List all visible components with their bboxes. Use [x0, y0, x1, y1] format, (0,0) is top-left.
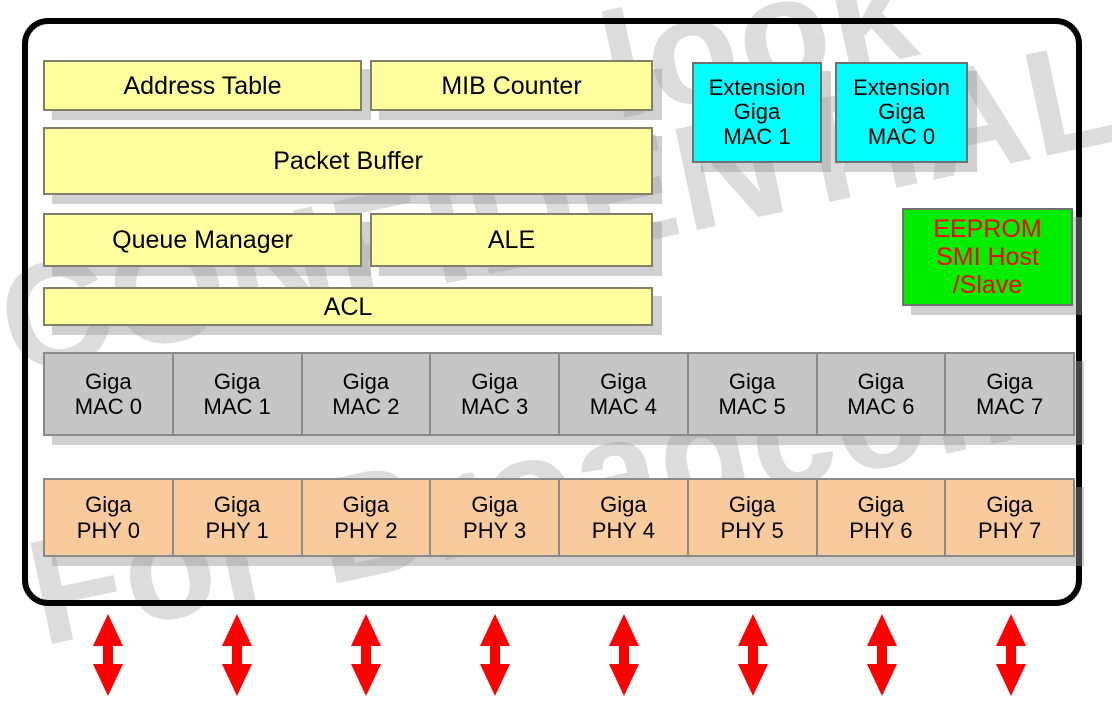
- cell-line1: Giga: [857, 368, 905, 394]
- block-label-line1: Extension: [708, 74, 806, 100]
- cell-line1: Giga: [986, 492, 1033, 518]
- giga-mac-cell[interactable]: Giga MAC 7: [946, 354, 1073, 434]
- port-arrow: [988, 612, 1034, 697]
- block-ale[interactable]: ALE: [370, 213, 653, 267]
- cell-line1: Giga: [600, 492, 647, 518]
- giga-phy-row: Giga PHY 0 Giga PHY 1 Giga PHY 2 Giga PH…: [43, 478, 1075, 557]
- cell-line2: PHY 5: [720, 517, 784, 543]
- block-label-line3: MAC 0: [867, 123, 936, 149]
- cell-line2: PHY 4: [591, 517, 655, 543]
- cell-line2: MAC 2: [332, 394, 400, 419]
- giga-mac-row: Giga MAC 0 Giga MAC 1 Giga MAC 2 Giga MA…: [43, 352, 1075, 436]
- port-arrow: [214, 612, 260, 697]
- port-arrow: [343, 612, 389, 697]
- giga-mac-cell[interactable]: Giga MAC 5: [688, 354, 818, 434]
- cell-line2: MAC 6: [847, 394, 915, 419]
- cell-line1: Giga: [213, 492, 261, 518]
- cell-line2: MAC 7: [976, 394, 1044, 419]
- block-label: MIB Counter: [441, 71, 582, 100]
- cell-line2: PHY 0: [76, 517, 140, 543]
- cell-line2: PHY 7: [978, 517, 1042, 543]
- block-eeprom-smi-host-slave[interactable]: EEPROM SMI Host /Slave: [902, 208, 1073, 306]
- cell-line1: Giga: [342, 492, 390, 518]
- cell-line1: Giga: [342, 368, 390, 394]
- chip-boundary: [22, 18, 1082, 606]
- block-label: ACL: [323, 292, 373, 321]
- giga-phy-cell[interactable]: Giga PHY 5: [688, 480, 818, 555]
- giga-phy-cell[interactable]: Giga PHY 4: [560, 480, 689, 555]
- cell-line2: PHY 6: [849, 517, 913, 543]
- block-label: Queue Manager: [112, 226, 293, 254]
- cell-line1: Giga: [857, 492, 905, 518]
- cell-line2: PHY 3: [463, 517, 527, 543]
- block-address-table[interactable]: Address Table: [43, 60, 362, 111]
- cell-line1: Giga: [728, 368, 776, 394]
- block-label-line1: Extension: [853, 74, 950, 100]
- giga-mac-cell[interactable]: Giga MAC 6: [817, 354, 947, 434]
- block-queue-manager[interactable]: Queue Manager: [43, 213, 362, 267]
- block-label-line1: EEPROM: [933, 215, 1042, 243]
- cell-line1: Giga: [728, 492, 776, 518]
- cell-line1: Giga: [471, 368, 518, 394]
- cell-line1: Giga: [85, 368, 132, 394]
- cell-line2: MAC 5: [718, 394, 786, 419]
- giga-mac-cell[interactable]: Giga MAC 1: [173, 354, 303, 434]
- cell-line2: MAC 4: [589, 394, 657, 419]
- port-arrow: [472, 612, 518, 697]
- cell-line2: PHY 1: [205, 517, 269, 543]
- cell-line1: Giga: [986, 368, 1033, 394]
- block-label-line3: MAC 1: [723, 123, 791, 149]
- port-arrow: [85, 612, 131, 697]
- giga-mac-cell[interactable]: Giga MAC 4: [560, 354, 689, 434]
- block-extension-giga-mac-0[interactable]: Extension Giga MAC 0: [835, 62, 968, 163]
- giga-mac-cell[interactable]: Giga MAC 0: [45, 354, 174, 434]
- giga-mac-cell[interactable]: Giga MAC 3: [431, 354, 560, 434]
- giga-phy-cell[interactable]: Giga PHY 6: [817, 480, 947, 555]
- giga-mac-cell[interactable]: Giga MAC 2: [302, 354, 432, 434]
- giga-phy-cell[interactable]: Giga PHY 7: [946, 480, 1073, 555]
- block-label: Address Table: [123, 71, 282, 100]
- port-arrow: [601, 612, 647, 697]
- cell-line2: MAC 1: [203, 394, 271, 419]
- block-label: Packet Buffer: [273, 147, 423, 175]
- port-arrow-group: [43, 612, 1075, 697]
- port-arrow: [859, 612, 905, 697]
- block-mib-counter[interactable]: MIB Counter: [370, 60, 653, 111]
- giga-phy-cell[interactable]: Giga PHY 2: [302, 480, 432, 555]
- block-label-line2: Giga: [878, 99, 925, 125]
- giga-phy-cell[interactable]: Giga PHY 0: [45, 480, 174, 555]
- block-label-line2: SMI Host: [936, 243, 1039, 271]
- block-packet-buffer[interactable]: Packet Buffer: [43, 127, 653, 195]
- cell-line1: Giga: [213, 368, 261, 394]
- giga-phy-cell[interactable]: Giga PHY 3: [431, 480, 560, 555]
- block-label: ALE: [487, 226, 536, 254]
- port-arrow: [730, 612, 776, 697]
- cell-line1: Giga: [600, 368, 647, 394]
- cell-line2: MAC 0: [74, 394, 142, 419]
- cell-line2: PHY 2: [334, 517, 398, 543]
- block-label-line3: /Slave: [952, 271, 1023, 299]
- block-label-line2: Giga: [733, 99, 781, 125]
- cell-line1: Giga: [471, 492, 518, 518]
- block-acl[interactable]: ACL: [43, 287, 653, 326]
- giga-phy-cell[interactable]: Giga PHY 1: [173, 480, 303, 555]
- block-extension-giga-mac-1[interactable]: Extension Giga MAC 1: [692, 62, 822, 163]
- cell-line2: MAC 3: [461, 394, 529, 419]
- cell-line1: Giga: [85, 492, 132, 518]
